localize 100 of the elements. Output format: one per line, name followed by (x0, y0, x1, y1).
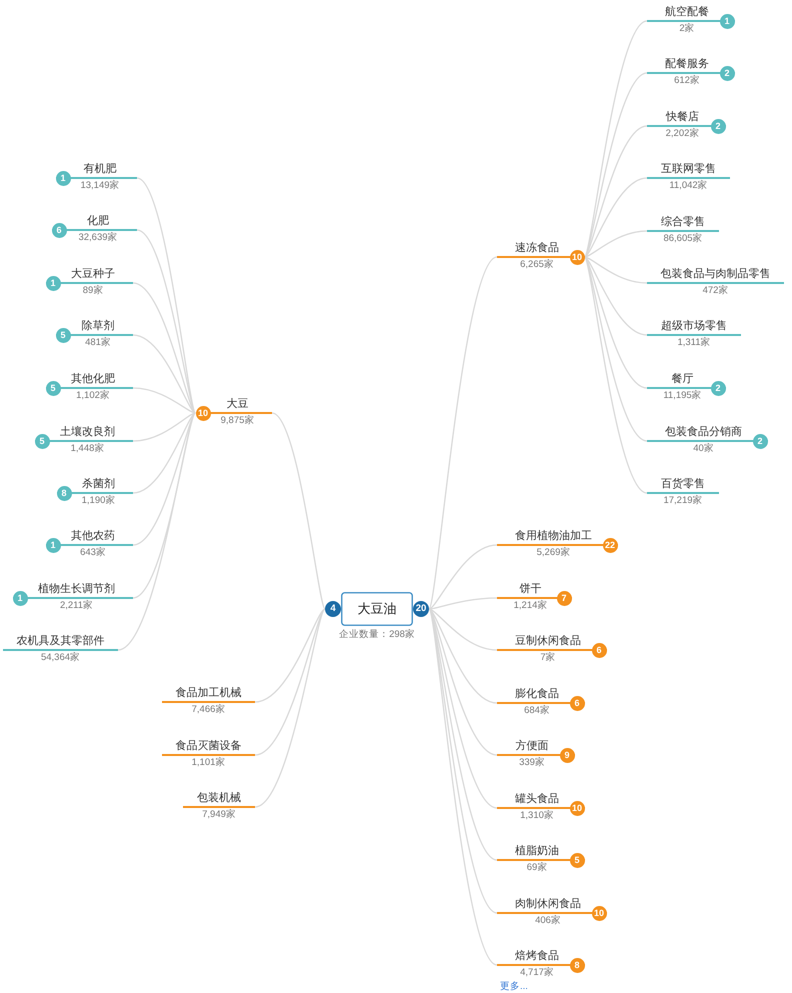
count-badge: 20 (413, 601, 429, 617)
company-count: 1,190家 (82, 494, 116, 507)
industry-name: 食用植物油加工 (515, 529, 592, 544)
connector-line (428, 544, 498, 610)
connector-line (584, 256, 648, 494)
industry-name: 罐头食品 (515, 792, 559, 807)
industry-name: 有机肥 (84, 162, 116, 177)
company-count: 40家 (693, 442, 714, 455)
company-count: 472家 (702, 284, 728, 297)
connector-line (428, 597, 498, 610)
industry-name: 杀菌剂 (82, 477, 115, 492)
count-badge: 5 (34, 434, 50, 448)
industry-name: 速冻食品 (515, 241, 559, 256)
count-badge: 10 (570, 800, 584, 816)
company-count: 643家 (80, 546, 106, 559)
industry-name: 互联网零售 (661, 162, 716, 177)
count-badge: 4 (325, 601, 341, 617)
connector-line (584, 177, 648, 258)
industry-name: 配餐服务 (665, 57, 709, 72)
industry-name: 除草剂 (82, 319, 114, 334)
company-count: 2,202家 (666, 127, 700, 140)
connector-line (132, 334, 196, 414)
count-badge: 10 (592, 906, 606, 920)
connector-line (254, 608, 326, 808)
industry-name: 食品灭菌设备 (176, 739, 242, 754)
count-badge: 5 (46, 380, 60, 396)
connector-line (584, 256, 648, 336)
industry-name: 农机具及其零部件 (16, 634, 104, 649)
connector-line (132, 282, 196, 414)
company-count: 54,364家 (40, 651, 80, 664)
connector-line (272, 412, 326, 610)
company-count: 2家 (679, 22, 695, 35)
company-count: 32,639家 (78, 231, 118, 244)
company-count: 1,214家 (514, 599, 548, 612)
count-badge: 8 (56, 486, 72, 500)
industry-name: 膨化食品 (515, 687, 559, 702)
connector-line (428, 608, 498, 651)
industry-name: 超级市场零售 (661, 319, 727, 334)
connector-line (132, 412, 196, 494)
company-count: 339家 (519, 756, 545, 769)
connector-line (132, 412, 196, 442)
company-total: 企业数量：298家 (339, 628, 415, 641)
count-badge: 1 (56, 170, 70, 186)
industry-name: 大豆 (226, 397, 248, 412)
industry-name: 土壤改良剂 (60, 425, 115, 440)
industry-name: 包装食品与肉制品零售 (660, 267, 770, 282)
count-badge: 10 (196, 406, 210, 420)
connector-line (584, 256, 648, 284)
industry-name: 包装机械 (197, 791, 241, 806)
count-badge: 10 (570, 250, 584, 264)
company-count: 481家 (85, 336, 111, 349)
connector-line (428, 256, 498, 610)
company-count: 1,102家 (76, 389, 110, 402)
industry-name: 大豆种子 (71, 267, 115, 282)
industry-name: 快餐店 (666, 110, 699, 125)
company-count: 2,211家 (60, 599, 94, 612)
industry-name: 植脂奶油 (515, 844, 559, 859)
industry-name: 方便面 (516, 739, 548, 754)
company-count: 11,042家 (669, 179, 708, 192)
company-count: 5,269家 (536, 546, 570, 559)
count-badge: 1 (46, 276, 60, 290)
industry-name: 其他农药 (71, 529, 115, 544)
company-count: 89家 (82, 284, 104, 297)
count-badge: 2 (710, 380, 726, 396)
count-badge: 7 (556, 590, 572, 606)
connector-line (584, 20, 648, 258)
count-badge: 2 (710, 118, 726, 134)
count-badge: 1 (12, 590, 28, 606)
count-badge: 6 (592, 642, 606, 658)
company-count: 6,265家 (520, 258, 554, 271)
count-badge: 2 (752, 434, 768, 448)
count-badge: 5 (56, 328, 70, 342)
industry-name: 焙烤食品 (515, 949, 559, 964)
count-badge: 6 (52, 222, 66, 238)
count-badge: 8 (570, 958, 584, 972)
count-badge: 2 (720, 66, 734, 80)
count-badge: 6 (570, 696, 584, 710)
company-count: 1,448家 (70, 442, 104, 455)
connector-line (584, 230, 648, 258)
count-badge: 9 (560, 748, 574, 762)
company-count: 612家 (674, 74, 700, 87)
industry-name: 包装食品分销商 (665, 425, 742, 440)
topic-title: 大豆油 (358, 600, 396, 618)
industry-name: 肉制休闲食品 (515, 897, 581, 912)
company-count: 1,310家 (520, 809, 554, 822)
industry-name: 饼干 (520, 582, 542, 597)
industry-name: 豆制休闲食品 (515, 634, 581, 649)
company-count: 9,875家 (220, 414, 254, 427)
industry-name: 航空配餐 (665, 5, 709, 20)
company-count: 7,466家 (192, 703, 226, 716)
company-count: 11,195家 (663, 389, 702, 402)
industry-name: 百货零售 (661, 477, 705, 492)
company-count: 86,605家 (663, 232, 703, 245)
company-count: 684家 (524, 704, 550, 717)
connector-line (428, 608, 498, 704)
industry-name: 餐厅 (672, 372, 694, 387)
more-link: 更多... (500, 981, 528, 993)
company-count: 1,311家 (677, 336, 711, 349)
company-count: 17,219家 (663, 494, 703, 507)
industry-name: 其他化肥 (71, 372, 115, 387)
